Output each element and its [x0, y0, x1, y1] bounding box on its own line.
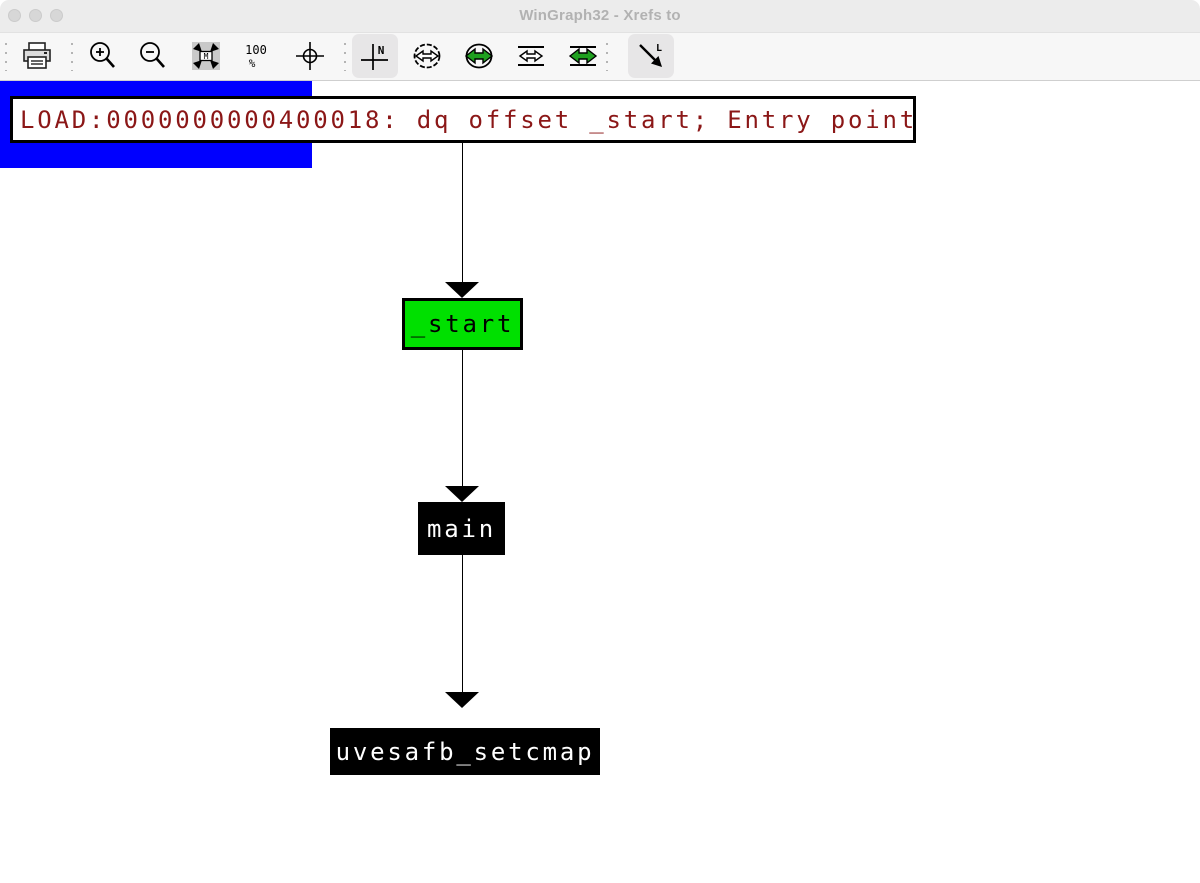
svg-text:M: M — [204, 52, 209, 61]
follow-link-button[interactable]: L — [628, 34, 674, 78]
maximize-button[interactable] — [50, 9, 63, 22]
title-bar: WinGraph32 - Xrefs to — [0, 0, 1200, 33]
fit-window-icon: M — [192, 42, 220, 70]
toolbar-separator — [344, 43, 346, 71]
center-origin-icon — [296, 42, 324, 70]
node-label: uvesafb_setcmap — [335, 737, 595, 766]
graph-node-main[interactable]: main — [418, 502, 505, 555]
toolbar: M 100 % N — [0, 33, 1200, 81]
increase-node-distance-button[interactable] — [456, 34, 502, 78]
increase-row-distance-button[interactable] — [560, 34, 606, 78]
arrowhead-icon — [445, 692, 479, 708]
graph-node-start[interactable]: _start — [402, 298, 523, 350]
printer-icon — [23, 42, 51, 69]
graph-node-entry-point[interactable]: LOAD:0000000000400018: dq offset _start;… — [10, 96, 916, 143]
center-origin-button[interactable] — [287, 34, 333, 78]
window-title: WinGraph32 - Xrefs to — [519, 7, 681, 24]
zoom-100-button[interactable]: 100 % — [233, 34, 279, 78]
zoom-out-button[interactable] — [130, 34, 176, 78]
graph-edge — [462, 350, 463, 488]
close-button[interactable] — [8, 9, 21, 22]
toolbar-separator — [71, 43, 73, 71]
minimize-button[interactable] — [29, 9, 42, 22]
rect-arrows-white-icon — [518, 46, 544, 66]
node-label: LOAD:0000000000400018: dq offset _start;… — [20, 105, 917, 134]
layout-normal-button[interactable]: N — [352, 34, 398, 78]
zoom-100-icon: 100 % — [245, 43, 267, 70]
toolbar-separator — [5, 43, 7, 71]
circle-arrows-white-icon — [413, 43, 441, 69]
toolbar-separator — [606, 43, 608, 71]
node-label: _start — [410, 310, 515, 338]
circle-arrows-green-icon — [464, 43, 494, 69]
follow-link-icon: L — [639, 43, 662, 67]
node-label: main — [427, 514, 496, 543]
zoom-in-button[interactable] — [80, 34, 126, 78]
svg-text:N: N — [378, 44, 385, 57]
graph-edge — [462, 143, 463, 284]
zoom-in-icon — [90, 42, 115, 68]
svg-text:%: % — [249, 57, 256, 70]
svg-text:L: L — [656, 43, 662, 54]
arrowhead-icon — [445, 282, 479, 298]
decrease-row-distance-button[interactable] — [508, 34, 554, 78]
arrowhead-icon — [445, 486, 479, 502]
decrease-node-distance-button[interactable] — [404, 34, 450, 78]
graph-canvas[interactable]: LOAD:0000000000400018: dq offset _start;… — [0, 81, 1200, 883]
graph-node-uvesafb-setcmap[interactable]: uvesafb_setcmap — [330, 728, 600, 775]
zoom-out-icon — [140, 42, 165, 68]
graph-edge — [462, 555, 463, 694]
layout-normal-icon: N — [361, 44, 388, 70]
fit-window-button[interactable]: M — [183, 34, 229, 78]
rect-arrows-green-icon — [568, 46, 598, 66]
print-button[interactable] — [14, 34, 60, 78]
svg-text:100: 100 — [245, 43, 267, 57]
traffic-lights — [8, 9, 63, 22]
